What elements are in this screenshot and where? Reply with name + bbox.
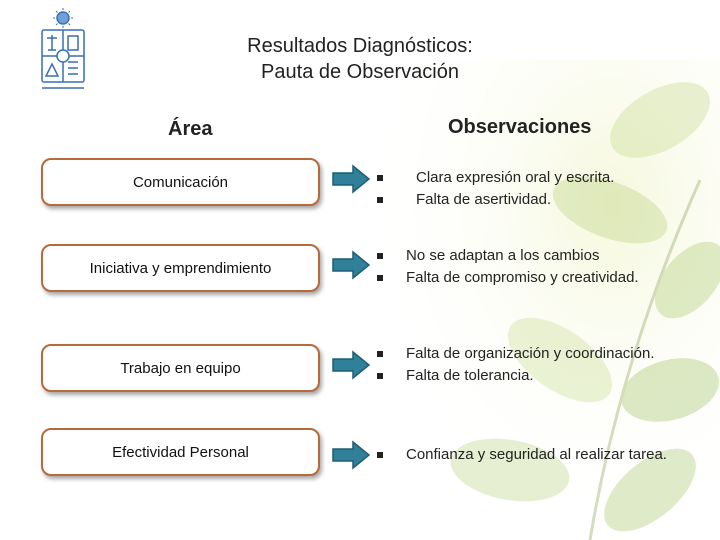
row-comunicacion: Comunicación Clara expresión oral y escr… bbox=[0, 148, 720, 224]
list-item: Falta de asertividad. bbox=[374, 189, 614, 211]
area-box: Iniciativa y emprendimiento bbox=[41, 244, 320, 292]
square-bullet-icon bbox=[377, 175, 383, 181]
area-label: Comunicación bbox=[132, 173, 229, 191]
title-line-1: Resultados Diagnósticos: bbox=[247, 35, 473, 57]
list-item: Confianza y seguridad al realizar tarea. bbox=[374, 444, 667, 466]
observation-text: Falta de compromiso y creatividad. bbox=[406, 269, 639, 286]
row-trabajo-equipo: Trabajo en equipo Falta de organización … bbox=[0, 334, 720, 410]
square-bullet-icon bbox=[377, 452, 383, 458]
observations-list: Clara expresión oral y escrita. Falta de… bbox=[374, 167, 614, 211]
university-crest-icon bbox=[41, 8, 85, 89]
area-box: Trabajo en equipo bbox=[41, 344, 320, 392]
area-label: Efectividad Personal bbox=[112, 443, 249, 461]
square-bullet-icon bbox=[377, 253, 383, 259]
observation-text: Confianza y seguridad al realizar tarea. bbox=[406, 446, 667, 463]
square-bullet-icon bbox=[377, 275, 383, 281]
arrow-right-icon bbox=[332, 250, 371, 280]
row-iniciativa: Iniciativa y emprendimiento No se adapta… bbox=[0, 234, 720, 310]
area-box: Efectividad Personal bbox=[41, 428, 320, 476]
area-label: Iniciativa y emprendimiento bbox=[89, 259, 272, 277]
square-bullet-icon bbox=[377, 197, 383, 203]
slide-title: Resultados Diagnósticos: Pauta de Observ… bbox=[180, 33, 540, 85]
square-bullet-icon bbox=[377, 373, 383, 379]
area-box: Comunicación bbox=[41, 158, 320, 206]
area-label: Trabajo en equipo bbox=[120, 359, 241, 377]
list-item: Falta de organización y coordinación. bbox=[374, 343, 654, 365]
list-item: Clara expresión oral y escrita. bbox=[374, 167, 614, 189]
arrow-right-icon bbox=[332, 350, 371, 380]
observation-text: Falta de organización y coordinación. bbox=[406, 345, 655, 362]
observations-list: No se adaptan a los cambios Falta de com… bbox=[374, 245, 639, 289]
column-header-observaciones: Observaciones bbox=[448, 116, 592, 138]
observation-text: No se adaptan a los cambios bbox=[406, 247, 600, 264]
row-efectividad-personal: Efectividad Personal Confianza y segurid… bbox=[0, 420, 720, 496]
observations-list: Confianza y seguridad al realizar tarea. bbox=[374, 444, 667, 466]
title-line-2: Pauta de Observación bbox=[261, 61, 459, 83]
list-item: Falta de tolerancia. bbox=[374, 365, 654, 387]
list-item: Falta de compromiso y creatividad. bbox=[374, 267, 639, 289]
arrow-right-icon bbox=[332, 440, 371, 470]
arrow-right-icon bbox=[332, 164, 371, 194]
column-header-area: Área bbox=[168, 118, 213, 140]
list-item: No se adaptan a los cambios bbox=[374, 245, 639, 267]
observation-text: Falta de asertividad. bbox=[416, 191, 552, 208]
observation-text: Falta de tolerancia. bbox=[406, 367, 534, 384]
observations-list: Falta de organización y coordinación. Fa… bbox=[374, 343, 654, 387]
square-bullet-icon bbox=[377, 351, 383, 357]
observation-text: Clara expresión oral y escrita. bbox=[416, 169, 615, 186]
